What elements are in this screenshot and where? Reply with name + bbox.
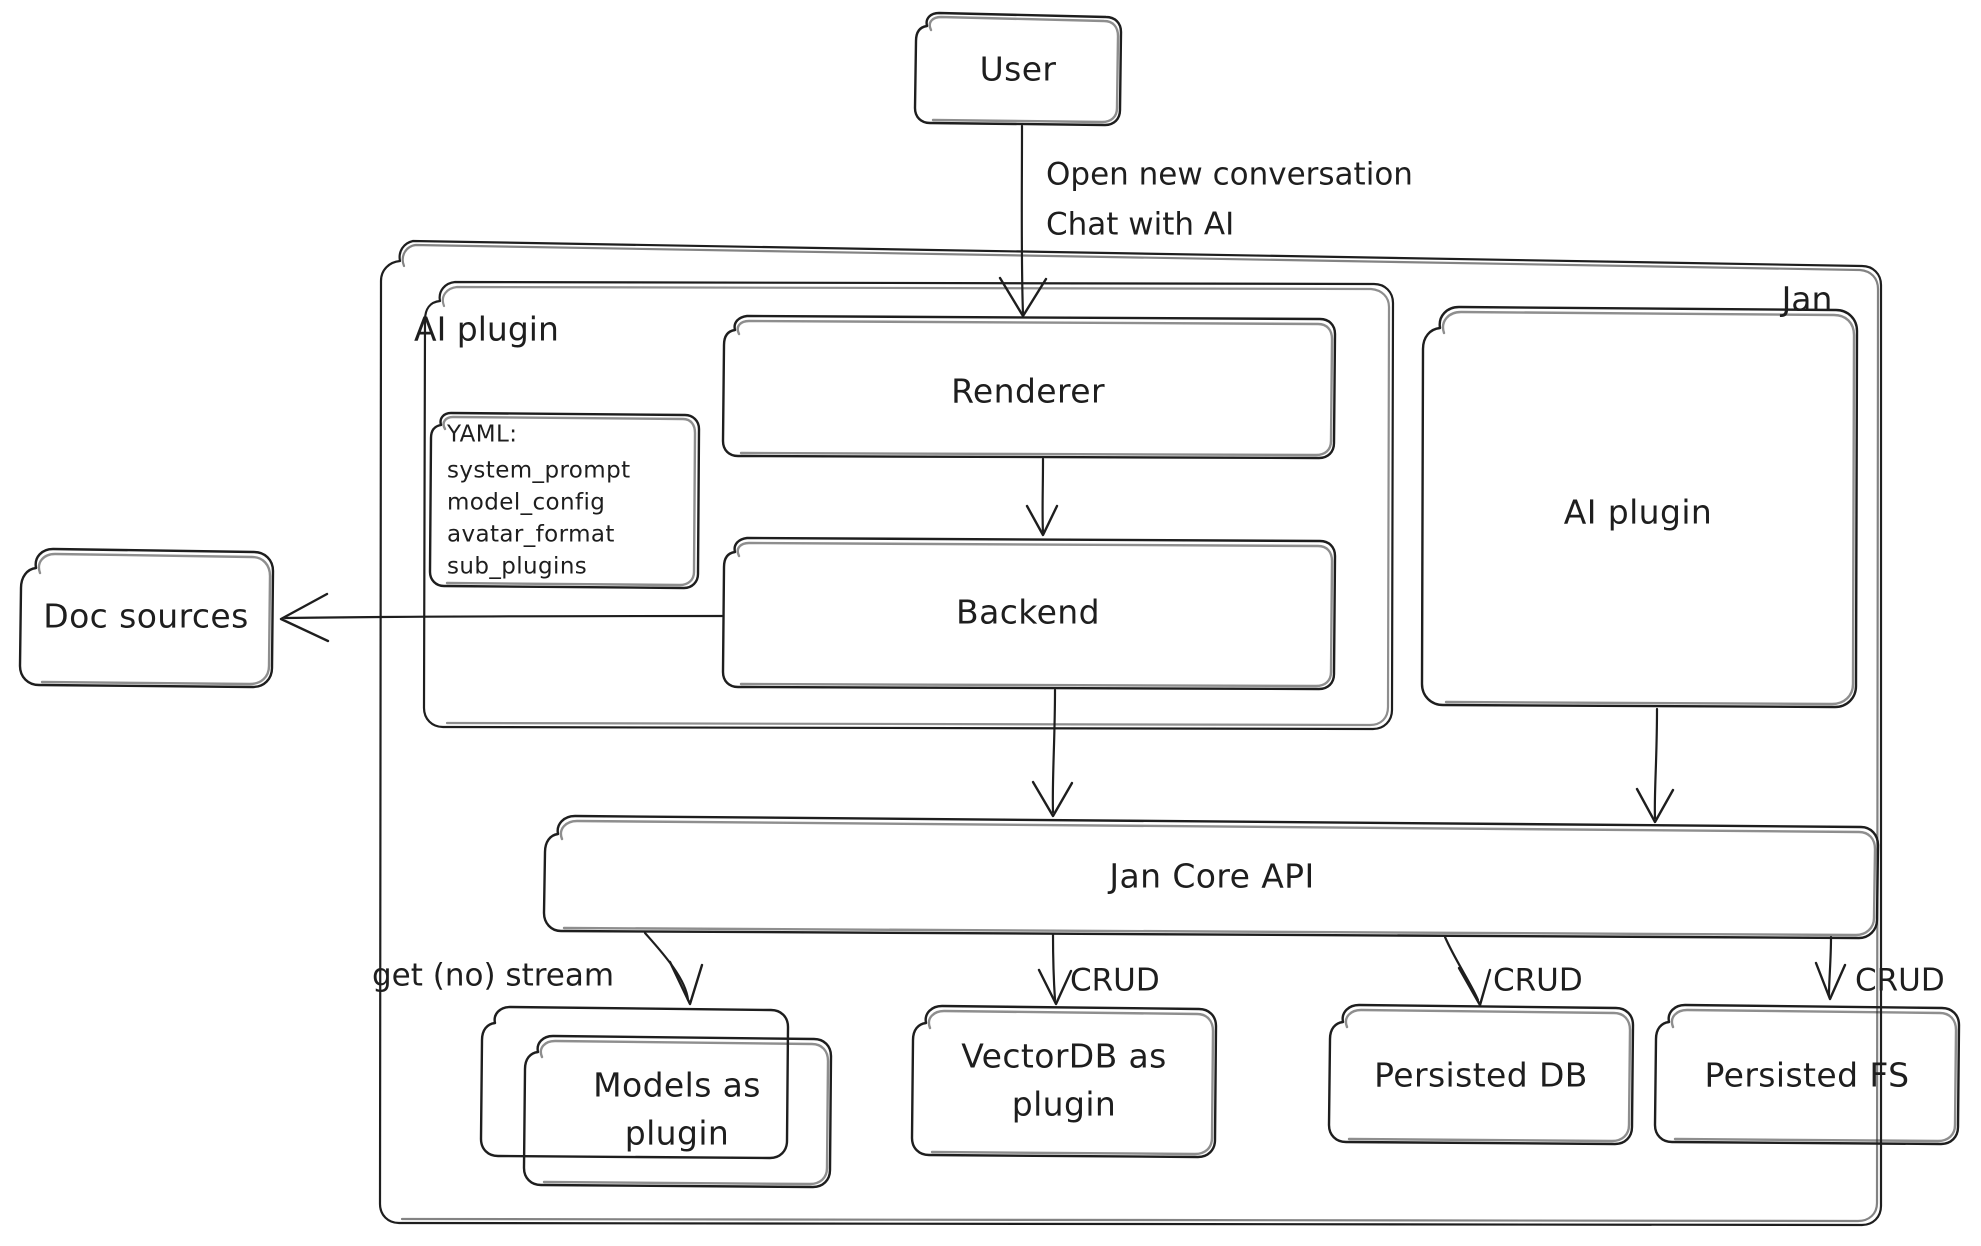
node-models-plugin[interactable]: Models as plugin — [479, 1005, 833, 1189]
edge-user-to-renderer: Open new conversation Chat with AI — [998, 124, 1413, 318]
container-ai-plugin-group-label: AI plugin — [414, 310, 559, 349]
node-renderer-label: Renderer — [951, 372, 1105, 411]
container-jan[interactable]: Jan — [378, 239, 1883, 1227]
node-vectordb-plugin-label-line2: plugin — [1012, 1085, 1116, 1124]
edge-backend-to-core — [1031, 688, 1074, 818]
edge-core-to-models: get (no) stream — [372, 931, 704, 1006]
node-user-label: User — [980, 50, 1057, 89]
edge-ai-plugin-to-core — [1635, 707, 1675, 824]
node-persisted-fs-label: Persisted FS — [1705, 1056, 1910, 1095]
edge-core-to-vectordb: CRUD — [1037, 932, 1160, 1006]
node-persisted-fs[interactable]: Persisted FS — [1653, 1003, 1961, 1146]
node-yaml-note-heading: YAML: — [446, 422, 517, 448]
node-yaml-note[interactable]: YAML: system_prompt model_config avatar_… — [428, 411, 701, 590]
edge-core-to-persisted-db-label: CRUD — [1493, 963, 1583, 999]
edge-core-to-persisted-fs: CRUD — [1814, 935, 1945, 1001]
node-yaml-note-key-3: sub_plugins — [447, 554, 587, 580]
edge-core-to-models-label: get (no) stream — [372, 958, 614, 994]
node-backend-label: Backend — [956, 593, 1100, 632]
node-models-plugin-label-line1: Models as — [593, 1066, 761, 1105]
node-backend[interactable]: Backend — [721, 536, 1337, 691]
node-yaml-note-key-0: system_prompt — [447, 458, 631, 484]
edge-core-to-persisted-fs-label: CRUD — [1855, 963, 1945, 999]
node-persisted-db-label: Persisted DB — [1374, 1056, 1588, 1095]
container-jan-label: Jan — [1780, 280, 1833, 319]
node-ai-plugin-label: AI plugin — [1564, 493, 1712, 532]
node-vectordb-plugin[interactable]: VectorDB as plugin — [910, 1004, 1218, 1159]
node-models-plugin-label-line2: plugin — [625, 1114, 729, 1153]
node-renderer[interactable]: Renderer — [721, 314, 1337, 460]
edge-core-to-vectordb-label: CRUD — [1070, 963, 1160, 999]
container-ai-plugin-group[interactable]: AI plugin — [414, 280, 1395, 731]
edge-user-to-renderer-label-line1: Open new conversation — [1046, 157, 1413, 193]
node-persisted-db[interactable]: Persisted DB — [1327, 1003, 1635, 1146]
node-jan-core-api[interactable]: Jan Core API — [542, 814, 1880, 940]
edge-core-to-persisted-db: CRUD — [1443, 935, 1583, 1007]
edge-user-to-renderer-label-line2: Chat with AI — [1046, 207, 1234, 243]
edge-backend-to-doc-sources — [279, 592, 724, 643]
node-user[interactable]: User — [913, 11, 1123, 127]
node-doc-sources-label: Doc sources — [43, 597, 248, 636]
node-ai-plugin[interactable]: AI plugin — [1420, 305, 1859, 709]
edge-renderer-to-backend — [1025, 457, 1059, 537]
node-yaml-note-key-2: avatar_format — [447, 522, 615, 548]
node-yaml-note-key-1: model_config — [447, 490, 605, 516]
node-jan-core-api-label: Jan Core API — [1107, 857, 1314, 896]
node-doc-sources[interactable]: Doc sources — [18, 547, 275, 689]
node-vectordb-plugin-label-line1: VectorDB as — [961, 1037, 1167, 1076]
